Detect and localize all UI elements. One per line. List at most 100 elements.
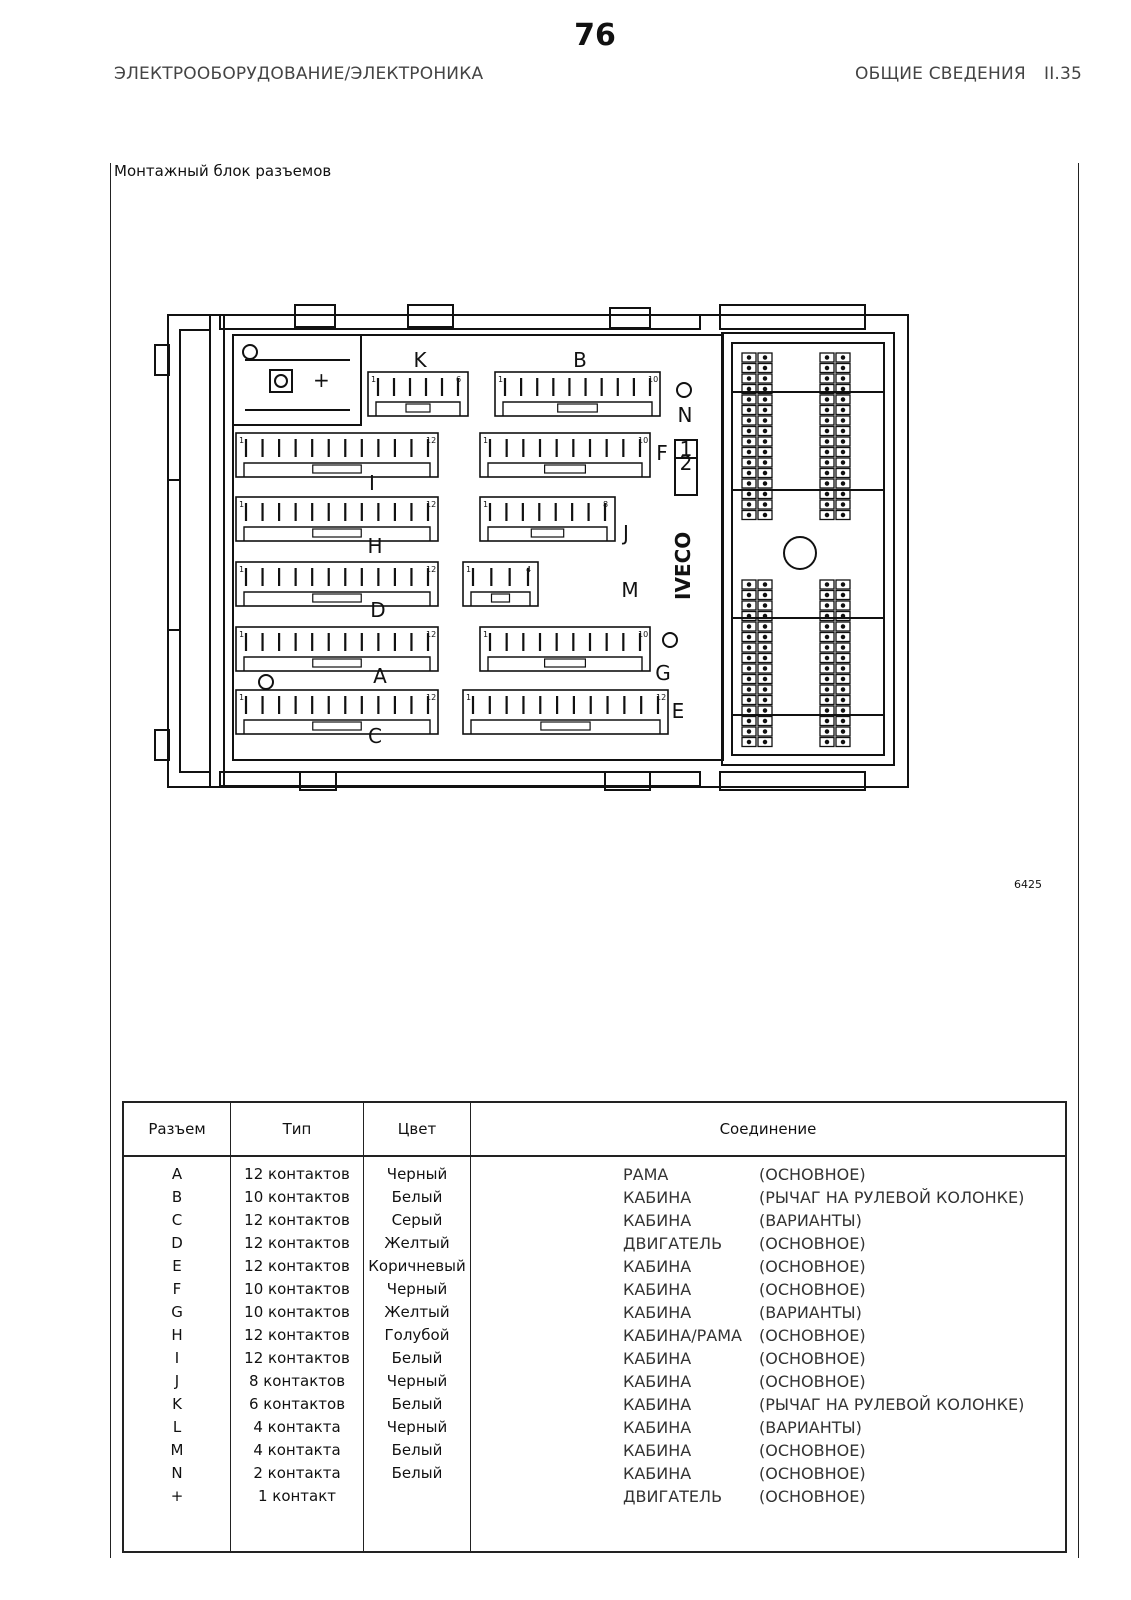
- connector-label: H: [367, 534, 382, 558]
- last-pin-label: 4: [526, 565, 531, 574]
- cell-type: 6 контактов: [248, 1395, 346, 1413]
- right-rule: [1078, 163, 1079, 1558]
- connection-target: ДВИГАТЕЛЬ: [623, 1487, 723, 1506]
- cell-connector: I: [174, 1349, 180, 1367]
- connector-label: E: [672, 699, 685, 723]
- cell-type: 12 контактов: [244, 1165, 350, 1183]
- cell-connection: КАБИНА (ОСНОВНОЕ): [623, 1462, 1065, 1485]
- relay-socket: [819, 352, 851, 521]
- cell-color: Желтый: [384, 1234, 450, 1252]
- cell-type: 2 контакта: [253, 1464, 341, 1482]
- cell-connector: D: [171, 1234, 183, 1252]
- cell-connection: РАМА (ОСНОВНОЕ): [623, 1163, 1065, 1186]
- cell-color: Желтый: [384, 1303, 450, 1321]
- cell-color: Белый: [391, 1395, 443, 1413]
- last-pin-label: 8: [603, 500, 608, 509]
- connector-label: D: [370, 598, 385, 622]
- cell-connection: ДВИГАТЕЛЬ (ОСНОВНОЕ): [623, 1232, 1065, 1255]
- cell-connector: F: [172, 1280, 182, 1298]
- cell-connector: B: [171, 1188, 183, 1206]
- cell-connector: N: [171, 1464, 183, 1482]
- connection-target: ДВИГАТЕЛЬ: [623, 1234, 723, 1253]
- connector-label: G: [655, 661, 671, 685]
- connection-kind: (ОСНОВНОЕ): [759, 1257, 866, 1276]
- connection-kind: (ОСНОВНОЕ): [759, 1464, 866, 1483]
- connection-kind: (ОСНОВНОЕ): [759, 1326, 866, 1345]
- last-pin-label: 10: [638, 436, 648, 445]
- cell-connection: ДВИГАТЕЛЬ(ОСНОВНОЕ): [623, 1485, 1065, 1508]
- last-pin-label: 12: [426, 565, 436, 574]
- connection-kind: (ВАРИАНТЫ): [759, 1418, 862, 1437]
- connector-label: J: [621, 521, 629, 545]
- first-pin-label: 1: [371, 375, 376, 384]
- main-panel: [232, 334, 724, 761]
- connection-target: КАБИНА: [623, 1464, 692, 1483]
- connector-label-n: N: [678, 403, 693, 427]
- connector-label: B: [573, 348, 587, 372]
- cell-color: Белый: [391, 1441, 443, 1459]
- connection-target: КАБИНА: [623, 1441, 692, 1460]
- connection-target: КАБИНА: [623, 1257, 692, 1276]
- cell-connector: C: [171, 1211, 183, 1229]
- cell-color: Белый: [391, 1464, 443, 1482]
- fuse-top-label: 1: [680, 437, 693, 461]
- col-header-type: Тип: [230, 1102, 364, 1157]
- connector-label: M: [621, 578, 638, 602]
- cell-connector: K: [172, 1395, 182, 1413]
- connection-target: КАБИНА: [623, 1395, 692, 1414]
- connector-d: 1 12D: [235, 561, 439, 622]
- cell-connector: E: [172, 1257, 182, 1275]
- connection-target: КАБИНА: [623, 1303, 692, 1322]
- cell-color: Коричневый: [368, 1257, 466, 1275]
- cell-connection: КАБИНА(ОСНОВНОЕ): [623, 1278, 1065, 1301]
- cell-color: Белый: [391, 1188, 443, 1206]
- cell-connection: КАБИНА/РАМА (ОСНОВНОЕ): [623, 1324, 1065, 1347]
- relay-panel: [721, 332, 895, 766]
- connection-kind: (РЫЧАГ НА РУЛЕВОЙ КОЛОНКЕ): [759, 1188, 1025, 1207]
- cell-connection: КАБИНА(ОСНОВНОЕ): [623, 1439, 1065, 1462]
- cell-color: Черный: [386, 1372, 448, 1390]
- last-pin-label: 10: [638, 630, 648, 639]
- cell-type: 12 контактов: [244, 1234, 350, 1252]
- connection-target: РАМА: [623, 1165, 669, 1184]
- first-pin-label: 1: [239, 500, 244, 509]
- relay-socket: [741, 579, 773, 748]
- connection-kind: (ОСНОВНОЕ): [759, 1234, 866, 1253]
- last-pin-label: 6: [456, 375, 461, 384]
- cell-connector: H: [171, 1326, 183, 1344]
- cell-type: 10 контактов: [244, 1188, 350, 1206]
- cell-color: Черный: [386, 1165, 448, 1183]
- connector-label: K: [413, 348, 427, 372]
- page-number: 76: [574, 18, 616, 53]
- first-pin-label: 1: [239, 630, 244, 639]
- cell-type: 4 контакта: [253, 1418, 341, 1436]
- connection-target: КАБИНА/РАМА: [623, 1326, 742, 1345]
- cell-color: Черный: [386, 1280, 448, 1298]
- connector-label: I: [369, 471, 375, 495]
- connection-kind: (ОСНОВНОЕ): [759, 1165, 866, 1184]
- first-pin-label: 1: [239, 565, 244, 574]
- cell-connector: M: [170, 1441, 184, 1459]
- iveco-logo: IVECO: [671, 532, 695, 600]
- relay-socket: [819, 579, 851, 748]
- cell-connector: J: [174, 1372, 180, 1390]
- cell-type: 12 контактов: [244, 1257, 350, 1275]
- cell-connector: A: [171, 1165, 183, 1183]
- cell-connection: КАБИНА(ВАРИАНТЫ): [623, 1301, 1065, 1324]
- first-pin-label: 1: [239, 693, 244, 702]
- first-pin-label: 1: [498, 375, 503, 384]
- cell-connection: КАБИНА(РЫЧАГ НА РУЛЕВОЙ КОЛОНКЕ): [623, 1186, 1065, 1209]
- first-pin-label: 1: [466, 693, 471, 702]
- cell-connection: КАБИНА(ОСНОВНОЕ): [623, 1370, 1065, 1393]
- cell-connection: КАБИНА(ОСНОВНОЕ): [623, 1347, 1065, 1370]
- connector-label: A: [373, 664, 387, 688]
- cell-color: [364, 1485, 470, 1508]
- connection-target: КАБИНА: [623, 1349, 692, 1368]
- first-pin-label: 1: [483, 500, 488, 509]
